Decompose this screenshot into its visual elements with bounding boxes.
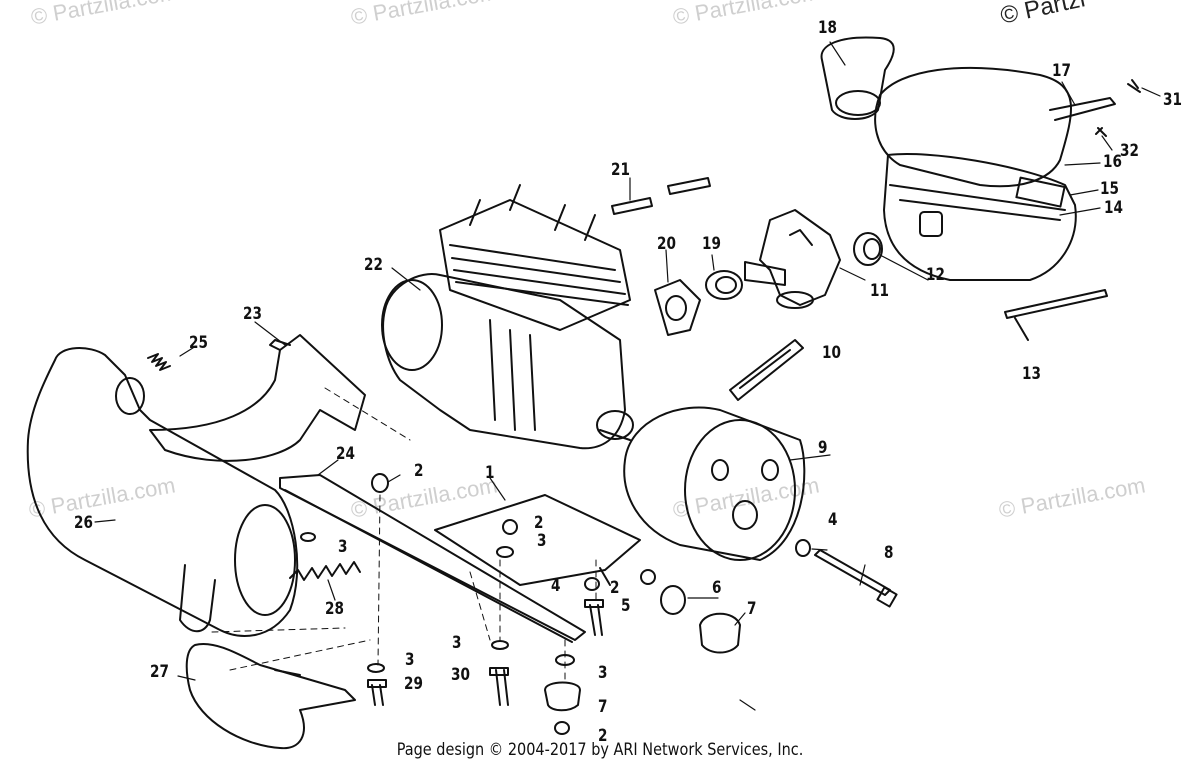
assembly-leader-lines — [211, 387, 597, 681]
callout-2: 2 — [414, 461, 424, 481]
callout-2: 2 — [610, 578, 620, 598]
drive-belt — [729, 339, 804, 401]
callout-27: 27 — [150, 662, 169, 682]
callout-2: 2 — [534, 513, 544, 533]
engine-block — [381, 184, 634, 450]
callout-10: 10 — [822, 343, 841, 363]
spring-25 — [147, 353, 171, 371]
callout-3: 3 — [338, 537, 348, 557]
callout-31: 31 — [1163, 90, 1182, 110]
callout-2: 2 — [598, 726, 608, 746]
drive-clutch — [599, 406, 806, 561]
callout-29: 29 — [404, 674, 423, 694]
air-intake-boot — [820, 36, 895, 120]
callout-9: 9 — [818, 438, 828, 458]
callout-1: 1 — [485, 463, 495, 483]
callout-4: 4 — [551, 576, 561, 596]
callout-11: 11 — [870, 281, 889, 301]
callout-3: 3 — [405, 650, 415, 670]
hardware — [300, 473, 741, 735]
callout-13: 13 — [1022, 364, 1041, 384]
callout-12: 12 — [926, 265, 945, 285]
air-silencer — [874, 67, 1116, 281]
callout-7: 7 — [747, 599, 757, 619]
callout-24: 24 — [336, 444, 355, 464]
callout-22: 22 — [364, 255, 383, 275]
callout-3: 3 — [598, 663, 608, 683]
pins-21 — [611, 177, 711, 215]
callout-28: 28 — [325, 599, 344, 619]
callout-19: 19 — [702, 234, 721, 254]
flange-19 — [705, 270, 743, 300]
callout-14: 14 — [1104, 198, 1123, 218]
intake-clamp — [853, 232, 883, 266]
callout-26: 26 — [74, 513, 93, 533]
heat-shield — [185, 643, 356, 750]
callout-4: 4 — [828, 510, 838, 530]
callout-23: 23 — [243, 304, 262, 324]
screws-31-32 — [1095, 79, 1141, 137]
copyright-footer: Page design © 2004-2017 by ARI Network S… — [396, 740, 804, 760]
spring-28 — [289, 561, 361, 581]
carburetor — [744, 209, 841, 309]
callout-25: 25 — [189, 333, 208, 353]
callout-20: 20 — [657, 234, 676, 254]
callout-5: 5 — [621, 596, 631, 616]
gasket-20 — [654, 279, 701, 336]
callout-30: 30 — [451, 665, 470, 685]
callout-8: 8 — [884, 543, 894, 563]
callout-15: 15 — [1100, 179, 1119, 199]
exhaust-manifold — [149, 334, 366, 462]
callout-17: 17 — [1052, 61, 1071, 81]
engine-mount-plate — [434, 494, 641, 586]
callout-18: 18 — [818, 18, 837, 38]
tube-13 — [1004, 289, 1108, 341]
callout-3: 3 — [537, 531, 547, 551]
callout-6: 6 — [712, 578, 722, 598]
callout-3: 3 — [452, 633, 462, 653]
callout-21: 21 — [611, 160, 630, 180]
engine-mount-bar — [279, 474, 586, 643]
callout-7: 7 — [598, 697, 608, 717]
callout-32: 32 — [1120, 141, 1139, 161]
clutch-bolt — [795, 539, 898, 608]
muffler — [26, 347, 299, 637]
callout-16: 16 — [1103, 152, 1122, 172]
callout-leader-lines — [94, 41, 1161, 711]
